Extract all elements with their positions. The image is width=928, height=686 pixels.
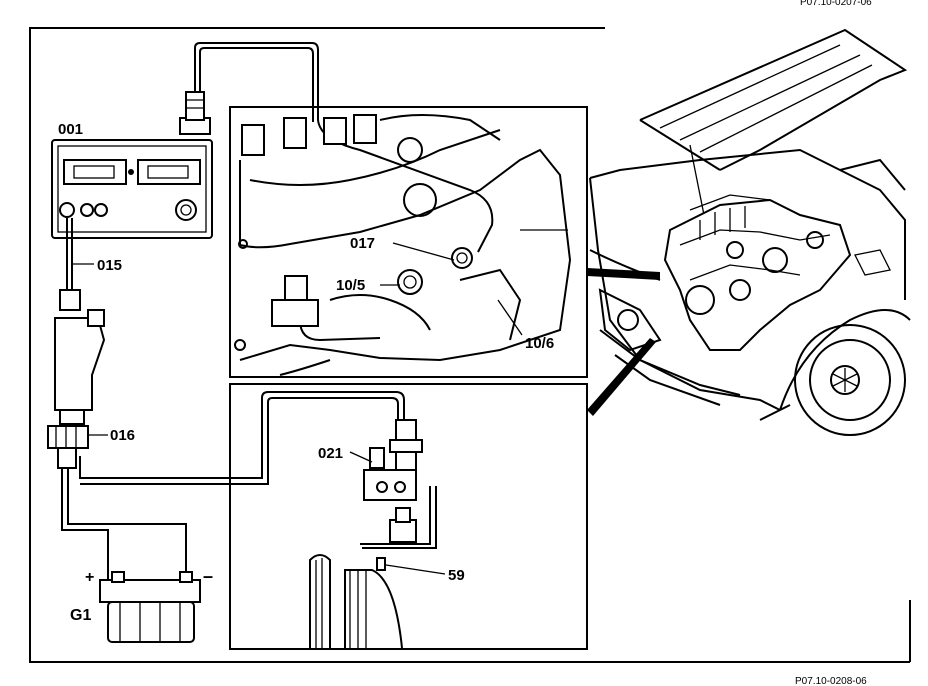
label-minus: –	[203, 566, 213, 586]
adapter-016	[47, 289, 106, 469]
car-illustration	[589, 28, 911, 436]
label-016: 016	[110, 427, 135, 444]
label-017: 017	[350, 235, 375, 252]
outer-frame	[29, 27, 910, 663]
label-10-5: 10/5	[336, 277, 365, 294]
label-015: 015	[97, 257, 122, 274]
sensor-detail-box	[229, 383, 588, 650]
tester-001	[51, 91, 213, 239]
label-59: 59	[448, 567, 465, 584]
tdc-sensor-illustration	[309, 419, 437, 649]
doc-ref-bottom: P07.10-0208-06	[795, 676, 867, 686]
pointer-upper	[587, 268, 660, 280]
pump-detail-box	[229, 106, 588, 378]
battery-g1	[99, 571, 201, 643]
sensor-cable-017	[194, 42, 494, 253]
injection-pump-illustration	[234, 114, 572, 376]
label-021: 021	[318, 445, 343, 462]
label-g1: G1	[70, 607, 91, 624]
label-001: 001	[58, 121, 83, 138]
label-plus: +	[85, 569, 94, 586]
tdc-cable	[79, 391, 405, 485]
cable-015	[66, 218, 73, 300]
label-10-6: 10/6	[525, 335, 554, 352]
battery-cables	[61, 468, 187, 582]
doc-ref-top: P07.10-0207-06	[800, 0, 872, 8]
